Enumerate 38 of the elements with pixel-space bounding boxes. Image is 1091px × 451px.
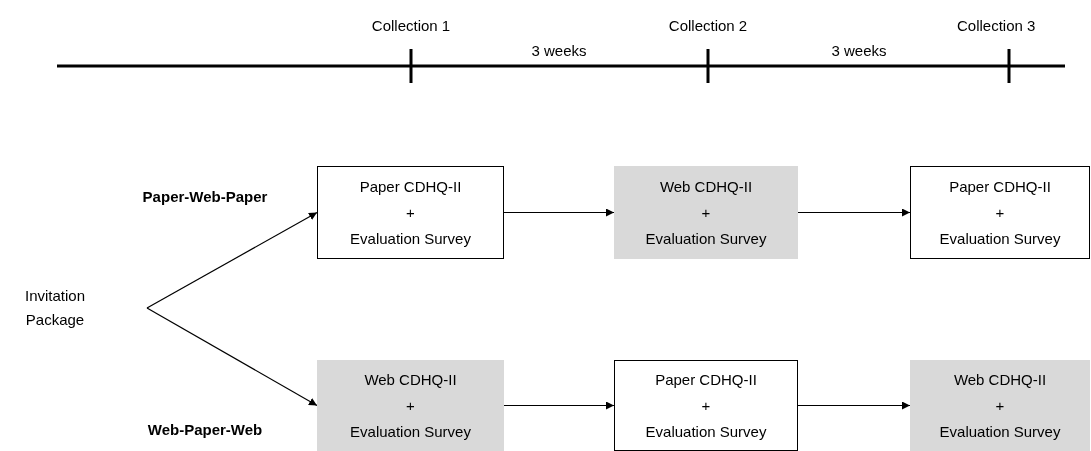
collection-label: Collection 2 xyxy=(668,17,748,34)
group-label: Paper-Web-Paper xyxy=(142,188,268,205)
box-text: Paper CDHQ-II xyxy=(949,176,1051,197)
box-text: Evaluation Survey xyxy=(939,228,1061,249)
process-box xyxy=(910,166,1090,259)
arrow xyxy=(146,211,318,309)
box-text: Evaluation Survey xyxy=(645,228,767,249)
box-text: + xyxy=(995,202,1005,223)
arrow xyxy=(503,208,615,217)
box-text: Evaluation Survey xyxy=(645,421,767,442)
process-box xyxy=(910,360,1090,451)
box-text: Evaluation Survey xyxy=(939,421,1061,442)
box-text: Evaluation Survey xyxy=(350,421,471,442)
process-box xyxy=(614,166,798,259)
process-box xyxy=(614,360,798,451)
start-label: Invitation Package xyxy=(0,282,147,334)
box-text: Web CDHQ-II xyxy=(659,176,753,197)
box-text: + xyxy=(406,202,415,223)
box-text: + xyxy=(406,395,415,416)
arrow xyxy=(797,401,911,410)
arrow xyxy=(797,208,911,217)
box-text: + xyxy=(701,202,711,223)
process-box xyxy=(317,360,504,451)
group-label: Web-Paper-Web xyxy=(147,421,263,438)
box-text: Web CDHQ-II xyxy=(364,369,457,390)
collection-label: Collection 3 xyxy=(957,17,1036,34)
box-text: Evaluation Survey xyxy=(350,228,471,249)
box-text: Paper CDHQ-II xyxy=(655,369,757,390)
arrow xyxy=(146,307,318,407)
box-text: + xyxy=(995,395,1005,416)
arrow xyxy=(503,401,615,410)
process-box xyxy=(317,166,504,259)
interval-label: 3 weeks xyxy=(531,42,587,59)
interval-label: 3 weeks xyxy=(831,42,887,59)
box-text: Web CDHQ-II xyxy=(953,369,1047,390)
box-text: + xyxy=(701,395,711,416)
box-text: Paper CDHQ-II xyxy=(359,176,462,197)
collection-label: Collection 1 xyxy=(371,17,451,34)
